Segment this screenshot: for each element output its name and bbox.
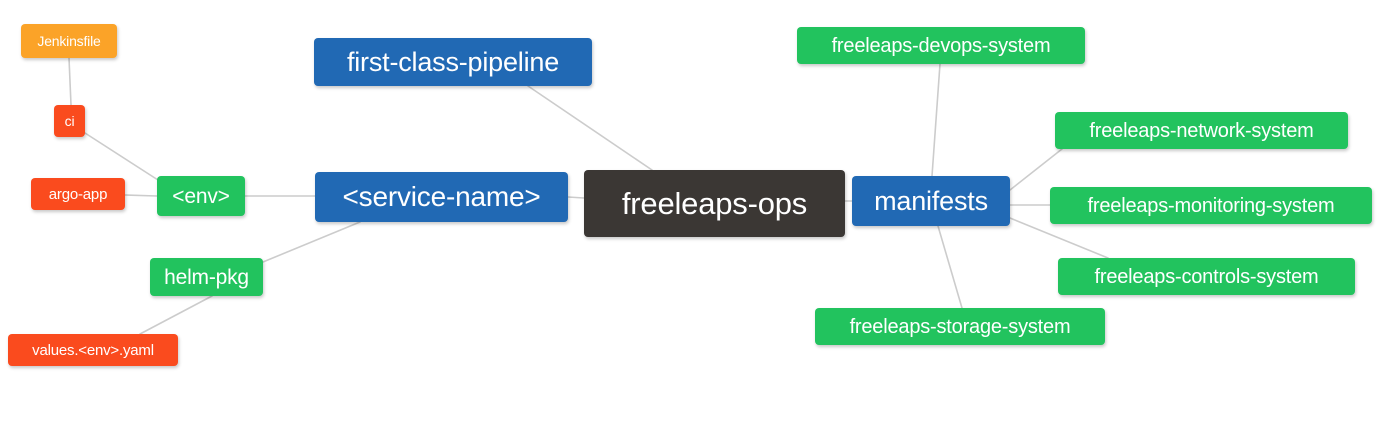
edge-manifests-to-controls [1009,217,1109,259]
node-controls[interactable]: freeleaps-controls-system [1058,258,1355,295]
node-values-yaml[interactable]: values.<env>.yaml [8,334,178,366]
edge-pipeline-to-root [527,85,653,171]
node-env[interactable]: <env> [157,176,245,216]
node-argo-app[interactable]: argo-app [31,178,125,210]
node-helm-pkg[interactable]: helm-pkg [150,258,263,296]
edge-jenkinsfile-to-ci [68,57,72,106]
edge-values-yaml-to-helm-pkg [139,295,213,335]
node-monitoring[interactable]: freeleaps-monitoring-system [1050,187,1372,224]
edge-manifests-to-network [1009,148,1063,191]
edge-manifests-to-storage [937,225,963,309]
edge-argo-app-to-env [124,194,158,197]
node-jenkinsfile[interactable]: Jenkinsfile [21,24,117,58]
edge-helm-pkg-to-service-name [262,221,361,263]
node-service-name[interactable]: <service-name> [315,172,568,222]
edge-devops-to-manifests [931,63,941,177]
node-ci[interactable]: ci [54,105,85,137]
node-storage[interactable]: freeleaps-storage-system [815,308,1105,345]
node-pipeline[interactable]: first-class-pipeline [314,38,592,86]
node-manifests[interactable]: manifests [852,176,1010,226]
node-network[interactable]: freeleaps-network-system [1055,112,1348,149]
node-devops[interactable]: freeleaps-devops-system [797,27,1085,64]
node-root[interactable]: freeleaps-ops [584,170,845,237]
edge-ci-to-env [84,132,159,181]
edge-service-name-to-root [567,196,585,199]
